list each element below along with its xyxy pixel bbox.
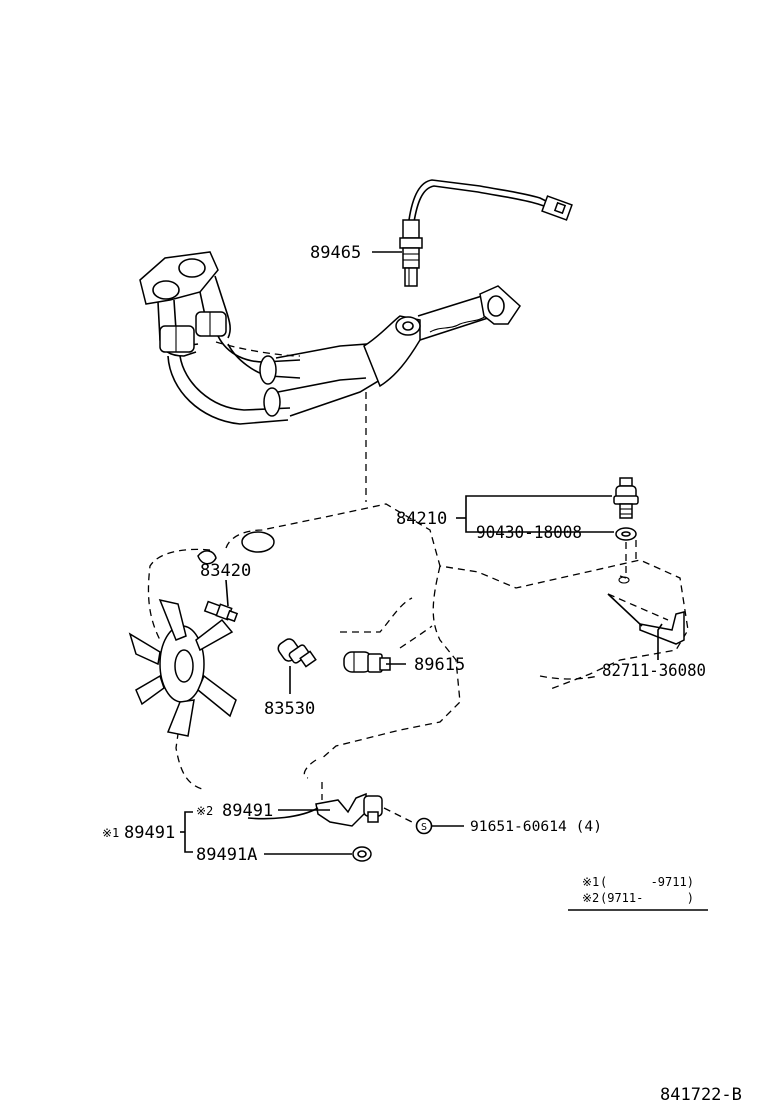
part-label-82711-36080: 82711-36080 [602, 661, 706, 681]
part-label-89491: 89491 [222, 801, 273, 821]
sender-83420-drawing [203, 600, 239, 623]
standard-part-symbol [415, 817, 433, 835]
part-group-note-89491: ※1 [102, 826, 119, 840]
applicability-legend: ※1 ( -9711) ※2 (9711- ) [568, 875, 708, 911]
switch-83530-drawing [277, 638, 317, 668]
legend-row2-mark: ※2 [582, 891, 599, 905]
sensor-89615-drawing [343, 651, 391, 673]
part-label-84210: 84210 [396, 509, 447, 529]
part-group-label-89491: 89491 [124, 823, 175, 843]
legend-row1-text: ( -9711) [600, 875, 694, 889]
legend-row1-mark: ※1 [582, 875, 599, 889]
part-label-91651-60614: 91651-60614 (4) [470, 819, 602, 835]
part-label-83420: 83420 [200, 561, 251, 581]
part-label-89491A: 89491A [196, 845, 257, 865]
sensor-89491-drawing [247, 782, 413, 862]
leader-lines [180, 251, 663, 855]
cooling-fan-drawing [128, 598, 237, 737]
part-label-89465: 89465 [310, 243, 361, 263]
part-note-89491: ※2 [196, 804, 213, 818]
legend-row2-text: (9711- ) [600, 891, 694, 905]
part-label-90430-18008: 90430-18008 [476, 523, 582, 543]
oxygen-sensor-drawing [399, 179, 573, 287]
bracket-82711-drawing [607, 593, 685, 645]
diagram-code: 841722-B [660, 1085, 742, 1105]
standard-part-symbol-letter: S [421, 822, 427, 833]
exhaust-manifold-drawing [139, 251, 521, 425]
part-label-83530: 83530 [264, 699, 315, 719]
switch-84210-drawing [613, 477, 639, 584]
engine-outline-drawing [147, 503, 689, 791]
part-label-89615: 89615 [414, 655, 465, 675]
